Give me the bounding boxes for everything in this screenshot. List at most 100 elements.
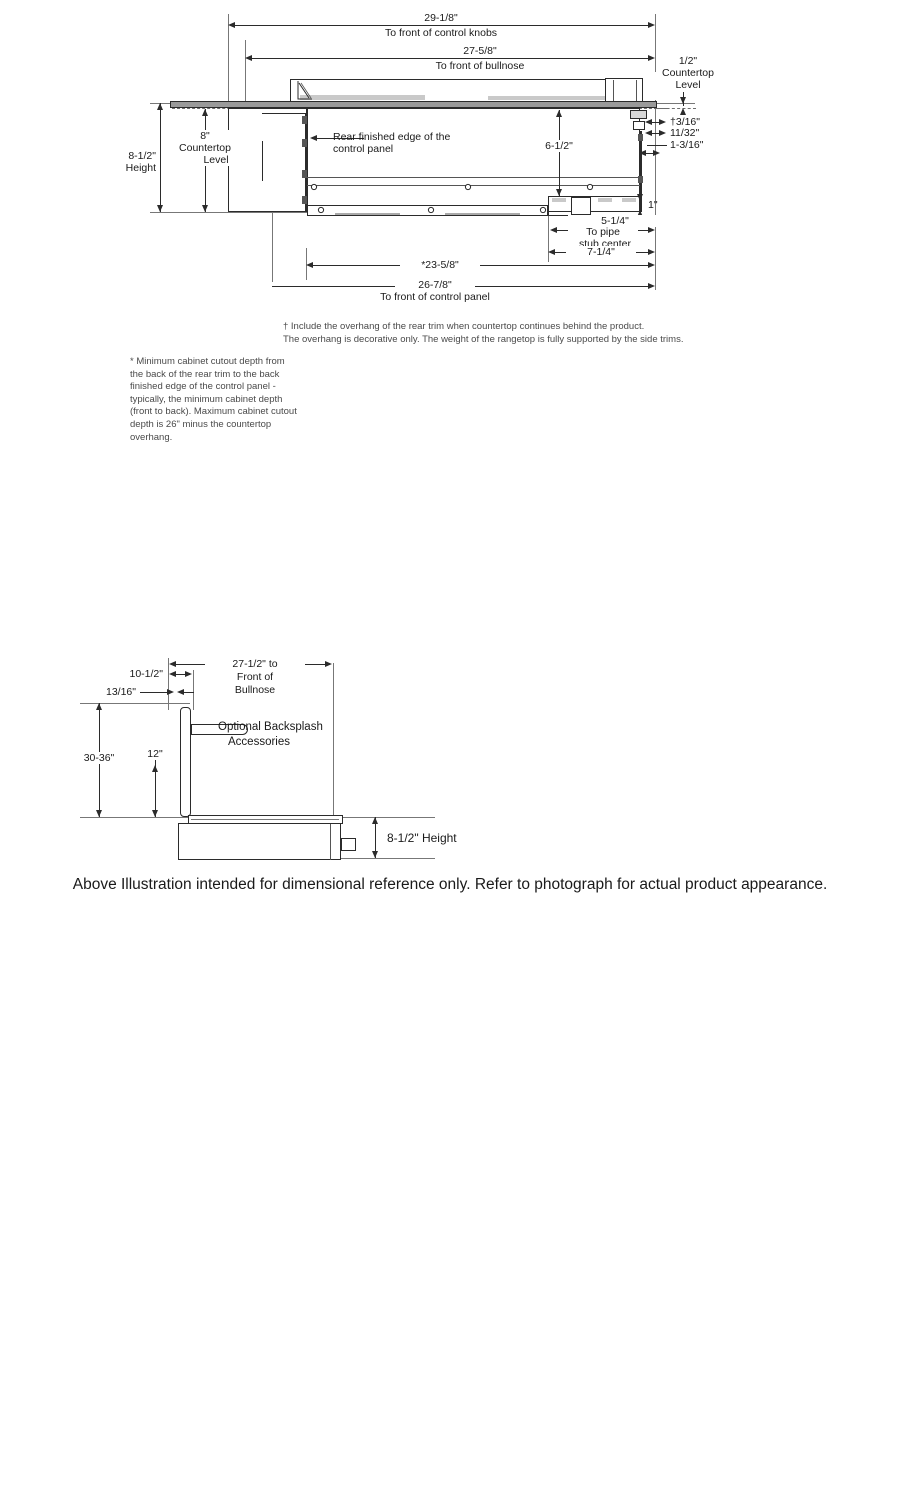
bs-witness-10-half [193,670,194,710]
chassis-bottom-step [548,196,640,197]
bs-witness-counter-top [80,703,190,704]
dim-value-7-1-4: 7-1/4" [587,246,615,258]
control-knob-housing [605,78,643,101]
bs-dim-note-bullnose: Bullnose [234,684,276,696]
bs-dim-arrow-down-8-1-2 [372,851,378,858]
note-asterisk-line-1: * Minimum cabinet cutout depth from [130,356,310,369]
note-asterisk-line-3: finished edge of the control panel - [130,381,310,394]
bs-dim-line-13-16 [180,692,194,693]
bottom-drip-rail [307,205,548,216]
dim-line-1-3-16 [642,153,656,154]
dim-label-27-5-8: 27-5/8" [380,45,580,57]
bs-witness-unit-bottom [335,858,435,859]
bullnose-lip-inner [191,819,339,820]
dim-arrow-left-1-3-16 [639,150,646,156]
dim-note-level-left: Level [203,154,229,166]
panel-nub-4 [302,196,307,204]
bs-witness-wall [168,658,169,710]
right-trim-nub-1 [638,134,643,141]
dim-arrow-down-1-inch [637,194,643,201]
dim-value-1-inch: 1" [648,199,658,211]
bs-dim-line-10-1-2 [172,674,190,675]
dim-arrow-left-3-16 [645,119,652,125]
bs-witness-unit-top [335,817,435,818]
witness-line-right-top [620,103,695,104]
bs-dim-arrow-right-10-1-2 [185,671,192,677]
note-asterisk-text-1: * Minimum cabinet cutout depth from [130,356,285,367]
dim-arrow-right-29-1-8 [648,22,655,28]
dim-value-5-1-4: 5-1/4" [601,215,629,227]
dim-sublabel-26-7-8: To front of control panel [365,291,505,303]
dim-arrow-left-27-5-8 [245,55,252,61]
right-trim-edge-line [640,131,642,212]
bs-dim-arrow-up-30-36 [96,703,102,710]
bs-dim-line-12 [155,755,156,817]
dim-value-1-3-16: 1-3/16" [670,139,704,151]
dim-line-27-5-8 [248,58,652,59]
bs-callout-optional-2: Accessories [228,736,290,748]
right-trim-lower [633,121,645,130]
note-dagger-text-2: The overhang is decorative only. The wei… [283,334,684,345]
pipe-stub-block [571,197,591,215]
bs-dim-label-10-1-2: 10-1/2" [105,668,164,680]
dim-line-6-1-2 [559,110,560,196]
cooktop-grate-top-edge [290,79,615,80]
note-asterisk-text-6: depth is 26" minus the countertop [130,418,272,430]
panel-nub-3 [302,170,307,178]
figure-caption: Above Illustration intended for dimensio… [0,876,900,894]
dim-arrow-right-1-3-16 [653,150,660,156]
bs-dim-arrow-left-13-16 [177,689,184,695]
bs-dim-arrow-left-27-1-2 [169,661,176,667]
rear-control-panel-box [261,113,306,212]
chassis-foot-shadow-1 [552,198,566,202]
chassis-divider-lower [307,185,640,186]
note-dagger-line-2: The overhang is decorative only. The wei… [283,334,683,347]
chassis-foot-shadow-3 [622,198,636,202]
dim-line-23-5-8 [309,265,652,266]
dim-arrow-right-11-32 [659,130,666,136]
bs-witness-front [333,663,334,823]
dim-arrow-right-3-16 [659,119,666,125]
note-asterisk-line-6: depth is 26" minus the countertop [130,419,310,432]
note-asterisk-text-3: finished edge of the control panel - [130,381,276,393]
dim-label-countertop-word: Countertop [162,142,248,154]
bs-dim-arrow-down-30-36 [96,810,102,817]
backsplash-shelf-rail [191,724,248,735]
note-asterisk-text-4: typically, the minimum cabinet depth [130,393,283,405]
dim-label-half-inch: 1/2" [655,55,721,67]
bs-dim-arrow-left-10-1-2 [169,671,176,677]
fastener-row-icons [310,183,594,191]
dim-value-half-inch: 1/2" [678,55,698,67]
dim-arrow-up-half-inch [680,108,686,115]
control-knob-inner-line-2 [636,80,637,101]
dim-arrow-down-6-1-2 [556,189,562,196]
backsplash-elevation-view: 27-1/2" to Front of Bullnose 10-1/2" 13/… [0,0,480,860]
witness-line-body-front [548,214,549,262]
note-asterisk-line-4: typically, the minimum cabinet depth [130,394,310,407]
dim-line-1-inch [640,196,641,215]
bs-dim-arrow-up-8-1-2 [372,817,378,824]
dim-arrow-right-23-5-8 [648,262,655,268]
dim-label-29-1-8: 29-1/8" [341,12,541,24]
dim-note-front-of-knobs: To front of control knobs [384,27,498,39]
dim-label-countertop-level-right-2: Level [649,79,727,91]
dim-note-level: Level [675,79,701,91]
chassis-foot-shadow-2 [598,198,612,202]
dim-arrow-right-7-1-4 [648,249,655,255]
dim-label-1-inch: 1" [648,199,658,211]
callout-label-rear-edge-2: control panel [333,143,393,155]
dim-arrow-left-7-1-4 [548,249,555,255]
dim-arrow-up-6-1-2 [556,110,562,117]
dim-label-1-3-16: 1-3/16" [670,139,704,151]
dim-label-6-1-2: 6-1/2" [530,140,588,152]
note-asterisk-line-5: (front to back). Maximum cabinet cutout [130,406,310,419]
bs-dim-label-27-1-2-l3: Bullnose [205,684,305,696]
burner-bracket-icon [297,81,312,100]
dim-label-countertop-level-right-1: Countertop [649,67,727,79]
bs-dim-value-10-1-2: 10-1/2" [129,668,164,680]
dim-label-height-word: Height [100,162,156,174]
cooktop-top-trim [170,101,657,108]
pipe-stub-riser [548,196,549,215]
dim-label-level-word: Level [186,154,246,166]
bs-dim-note-front-of: Front of [236,671,274,683]
